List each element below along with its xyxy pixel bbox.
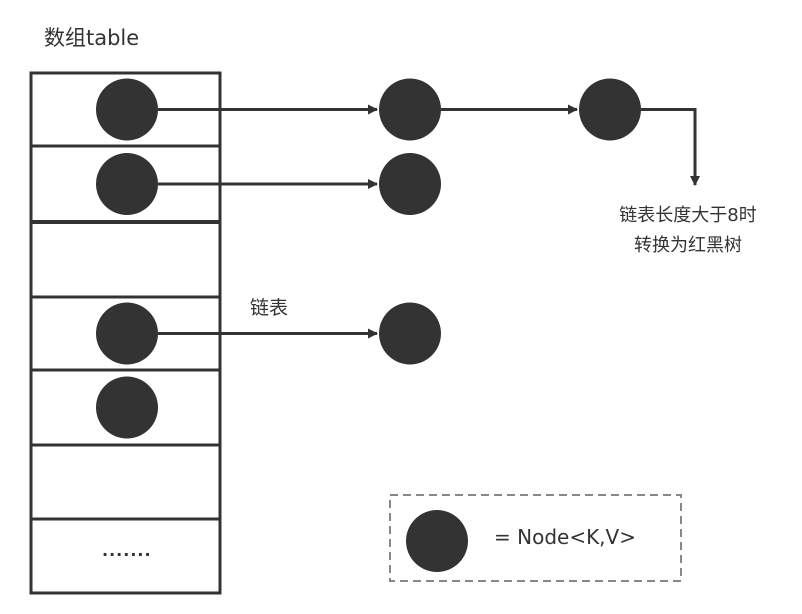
treeify-note-line1: 链表长度大于8时 bbox=[619, 205, 757, 226]
array-slot-node bbox=[96, 153, 158, 215]
linked-lists bbox=[158, 78, 641, 365]
linked-list-node bbox=[379, 153, 441, 215]
treeify-note: 链表长度大于8时 转换为红黑树 bbox=[583, 201, 793, 261]
treeify-note-line2: 转换为红黑树 bbox=[634, 235, 742, 256]
legend-box bbox=[389, 494, 682, 582]
treeify-elbow-arrow bbox=[641, 108, 700, 186]
array-slot-node bbox=[96, 78, 158, 141]
array-slot-node bbox=[96, 302, 158, 365]
linked-list-node bbox=[579, 78, 641, 141]
linked-list-node bbox=[379, 302, 441, 365]
linked-list-node bbox=[379, 78, 441, 141]
array-table bbox=[29, 71, 222, 595]
ellipsis-slot-label: ....... bbox=[102, 541, 152, 560]
legend-node-icon bbox=[406, 510, 468, 572]
treeify-arrow bbox=[641, 108, 700, 186]
array-table-title: 数组table bbox=[44, 26, 140, 50]
array-slot-node bbox=[96, 376, 158, 439]
legend-text: = Node<K,V> bbox=[494, 525, 636, 549]
linked-list-label: 链表 bbox=[250, 297, 289, 319]
